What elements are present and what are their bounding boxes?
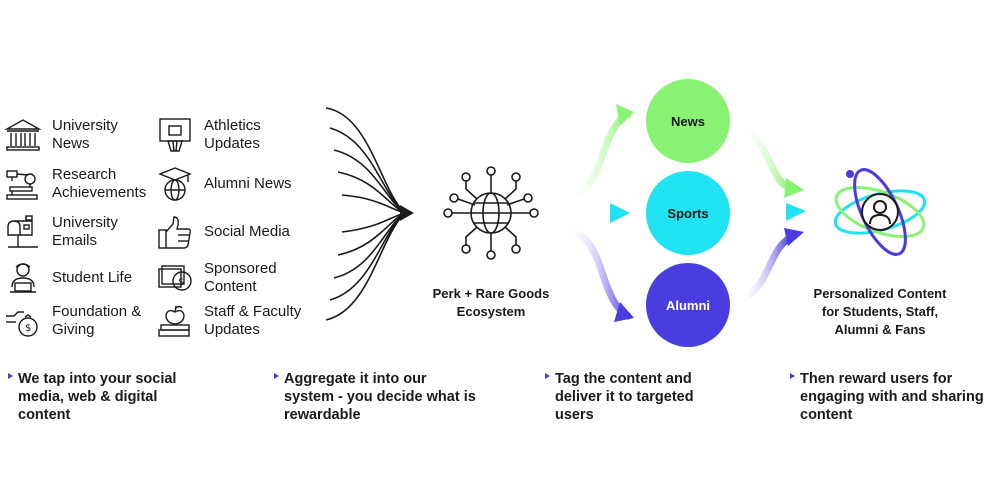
svg-text:$: $ bbox=[25, 323, 31, 334]
source-label: University Emails bbox=[52, 214, 118, 249]
arrow-news-to-result bbox=[736, 124, 794, 192]
bullet-arrow-icon bbox=[274, 373, 279, 379]
channel-label: Sports bbox=[667, 205, 709, 221]
channel-label: Alumni bbox=[665, 297, 711, 313]
step-text: We tap into your social media, web & dig… bbox=[18, 371, 177, 423]
mailbox-icon bbox=[4, 213, 42, 251]
step-text: Tag the content and deliver it to target… bbox=[555, 371, 694, 423]
source-label: Sponsored Content bbox=[204, 260, 277, 295]
source-label: Staff & Faculty Updates bbox=[204, 303, 302, 338]
aggregation-curves bbox=[325, 107, 406, 321]
source-label: Student Life bbox=[52, 269, 133, 286]
arrow-to-alumni bbox=[563, 228, 632, 320]
source-athletics-updates: Athletics Updates bbox=[156, 115, 261, 155]
source-label: Athletics Updates bbox=[204, 117, 261, 152]
basketball-hoop-icon bbox=[156, 116, 194, 154]
hand-money-bag-icon: $ bbox=[4, 302, 42, 340]
atom-user-icon bbox=[830, 160, 930, 265]
source-social-media: Social Media bbox=[156, 212, 290, 252]
step-text: Aggregate it into our system - you decid… bbox=[284, 371, 476, 423]
result-label: Personalized Content for Students, Staff… bbox=[813, 286, 947, 337]
source-staff-faculty-updates: Staff & Faculty Updates bbox=[156, 301, 301, 341]
aggregation-arrowhead bbox=[400, 205, 414, 221]
step-text: Then reward users for engaging with and … bbox=[800, 371, 984, 423]
source-label: Research Achievements bbox=[52, 166, 147, 201]
apple-books-icon bbox=[156, 302, 194, 340]
student-laptop-icon bbox=[4, 259, 42, 297]
network-globe-icon bbox=[436, 165, 546, 265]
step-3-caption: Tag the content and deliver it to target… bbox=[545, 370, 755, 424]
microscope-icon bbox=[4, 165, 42, 203]
ecosystem-label: Perk + Rare Goods Ecosystem bbox=[432, 286, 550, 319]
bullet-arrow-icon bbox=[790, 373, 795, 379]
source-research-achievements: Research Achievements bbox=[4, 164, 146, 204]
channel-news: News bbox=[646, 79, 730, 163]
thumbs-up-icon bbox=[156, 213, 194, 251]
source-label: Social Media bbox=[204, 223, 290, 240]
bullet-arrow-icon bbox=[545, 373, 550, 379]
university-building-icon bbox=[4, 116, 42, 154]
money-stack-icon: $ bbox=[156, 259, 194, 297]
graduation-globe-icon bbox=[156, 165, 194, 203]
arrow-alumni-to-result bbox=[736, 234, 794, 304]
source-university-emails: University Emails bbox=[4, 212, 118, 252]
source-label: Alumni News bbox=[204, 175, 292, 192]
channel-alumni: Alumni bbox=[646, 263, 730, 347]
source-university-news: University News bbox=[4, 115, 118, 155]
step-2-caption: Aggregate it into our system - you decid… bbox=[274, 370, 504, 424]
step-1-caption: We tap into your social media, web & dig… bbox=[8, 370, 218, 424]
source-foundation-giving: $ Foundation & Giving bbox=[4, 301, 141, 341]
step-4-caption: Then reward users for engaging with and … bbox=[790, 370, 996, 424]
channel-sports: Sports bbox=[646, 171, 730, 255]
bullet-arrow-icon bbox=[8, 373, 13, 379]
arrow-to-news bbox=[563, 110, 632, 199]
source-label: University News bbox=[52, 117, 118, 152]
source-sponsored-content: $ Sponsored Content bbox=[156, 258, 277, 298]
channel-label: News bbox=[671, 113, 705, 129]
source-student-life: Student Life bbox=[4, 258, 132, 298]
source-alumni-news: Alumni News bbox=[156, 164, 292, 204]
source-label: Foundation & Giving bbox=[52, 303, 142, 338]
svg-text:$: $ bbox=[178, 277, 184, 288]
